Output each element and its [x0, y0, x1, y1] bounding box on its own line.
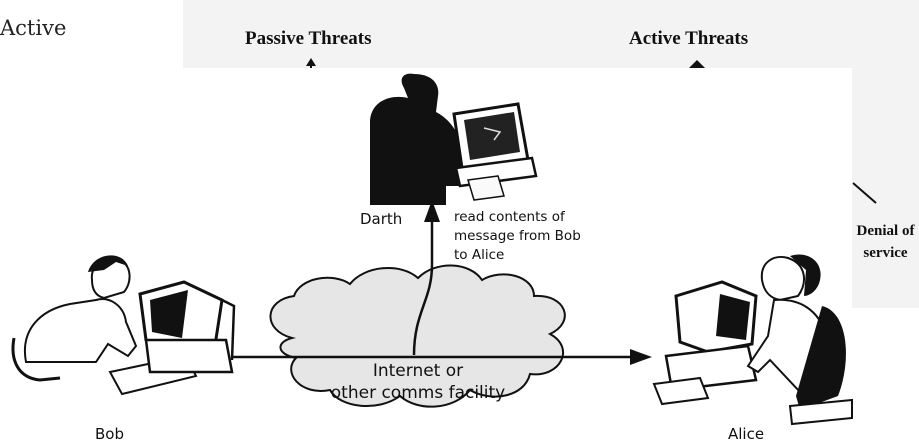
cloud-caption: Internet or other comms facility [308, 360, 528, 404]
eavesdropper-computer-icon [452, 102, 538, 201]
bob-label: Bob [95, 425, 124, 443]
denial-of-service-label: Denial of service [852, 220, 919, 264]
caption-line-2: message from Bob [454, 228, 581, 244]
passive-threats-label: Passive Threats [245, 28, 372, 49]
darth-label: Darth [360, 210, 403, 228]
right-margin-panel [852, 68, 919, 308]
active-arrow-tip [689, 60, 705, 68]
passive-arrow-tip [306, 58, 316, 68]
cloud-line-2: other comms facility [330, 383, 506, 403]
network-cloud [269, 264, 566, 408]
alice-label: Alice [728, 425, 765, 443]
cloud-line-1: Internet or [372, 361, 464, 381]
threats-header-panel [183, 0, 919, 68]
caption-line-1: read contents of [454, 209, 565, 225]
message-arrowhead [630, 349, 652, 365]
denial-line-2: service [863, 245, 908, 261]
interception-arrowhead [424, 200, 440, 222]
active-threats-label: Active Threats [629, 28, 749, 49]
cut-off-heading: Active [0, 16, 67, 40]
read-contents-caption: read contents of message from Bob to Ali… [454, 208, 581, 265]
denial-line-1: Denial of [856, 223, 915, 239]
denial-connector-line [852, 182, 877, 204]
caption-line-3: to Alice [454, 247, 505, 263]
alice-figure [746, 254, 853, 426]
alice-computer-icon [652, 280, 758, 406]
bob-computer-icon [138, 280, 236, 374]
interception-arrow [412, 218, 434, 356]
